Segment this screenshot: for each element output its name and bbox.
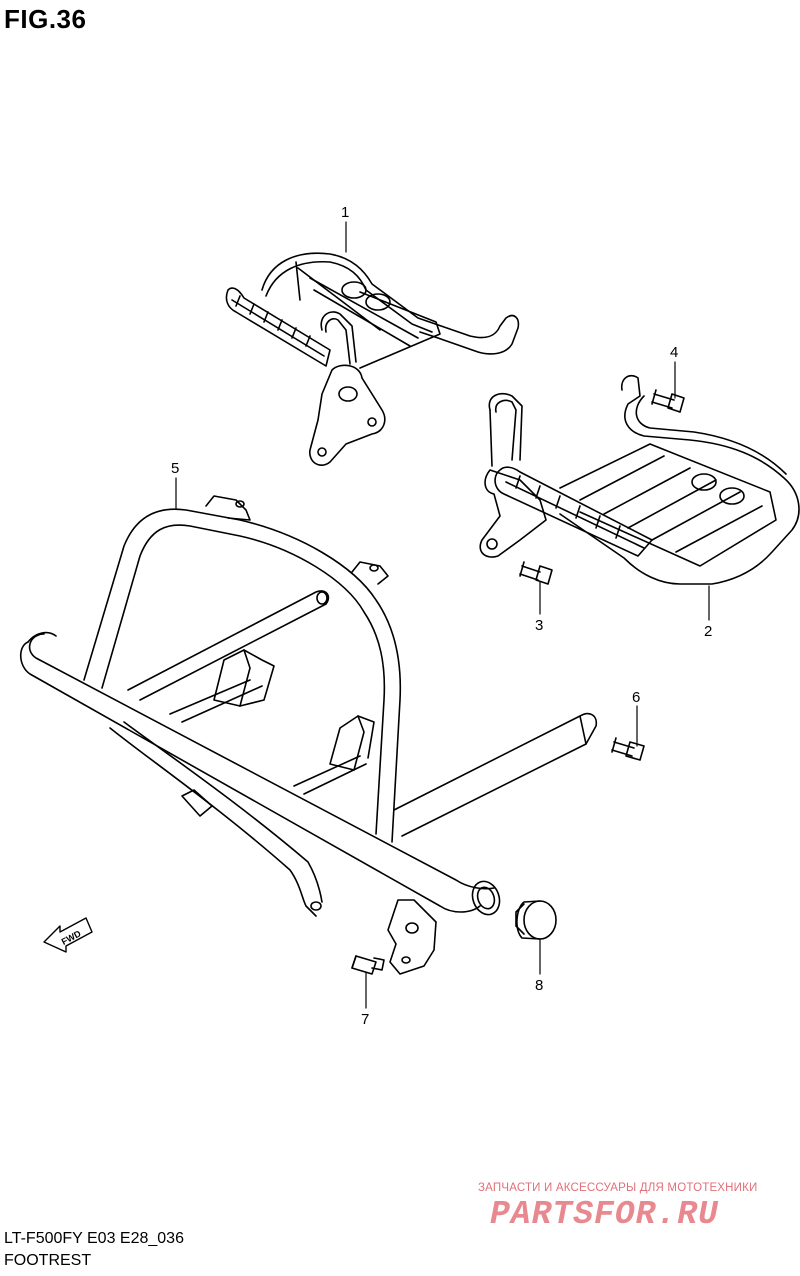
fwd-arrow-icon: FWD	[43, 917, 93, 953]
watermark-brand: PARTSFOR.RU	[490, 1196, 719, 1233]
section-name: FOOTREST	[4, 1252, 92, 1269]
callout-2: 2	[704, 623, 712, 640]
callout-7: 7	[361, 1011, 369, 1028]
footrest-left-part	[479, 374, 800, 585]
callout-3: 3	[535, 617, 543, 634]
bolt-part-7	[351, 955, 385, 975]
watermark: ЗАПЧАСТИ И АКСЕССУАРЫ ДЛЯ МОТОТЕХНИКИ PA…	[478, 1182, 788, 1242]
bolt-part-3	[519, 561, 553, 585]
watermark-tagline: ЗАПЧАСТИ И АКСЕССУАРЫ ДЛЯ МОТОТЕХНИКИ	[478, 1182, 758, 1194]
model-code: LT-F500FY E03 E28_036	[4, 1230, 184, 1247]
callout-8: 8	[535, 977, 543, 994]
bolt-part-6	[611, 737, 645, 761]
figure-title: FIG.36	[4, 4, 87, 34]
leader-lines	[175, 221, 710, 1009]
cap-part-8	[515, 900, 557, 940]
callout-numbers: 1 2 3 4 5 6 7 8	[171, 204, 712, 1028]
callout-1: 1	[341, 204, 349, 221]
footrest-right-part	[225, 252, 520, 466]
footrest-frame-part	[19, 495, 598, 975]
callout-6: 6	[632, 689, 640, 706]
callout-4: 4	[670, 344, 678, 361]
callout-5: 5	[171, 460, 179, 477]
bolt-part-4	[651, 389, 685, 413]
